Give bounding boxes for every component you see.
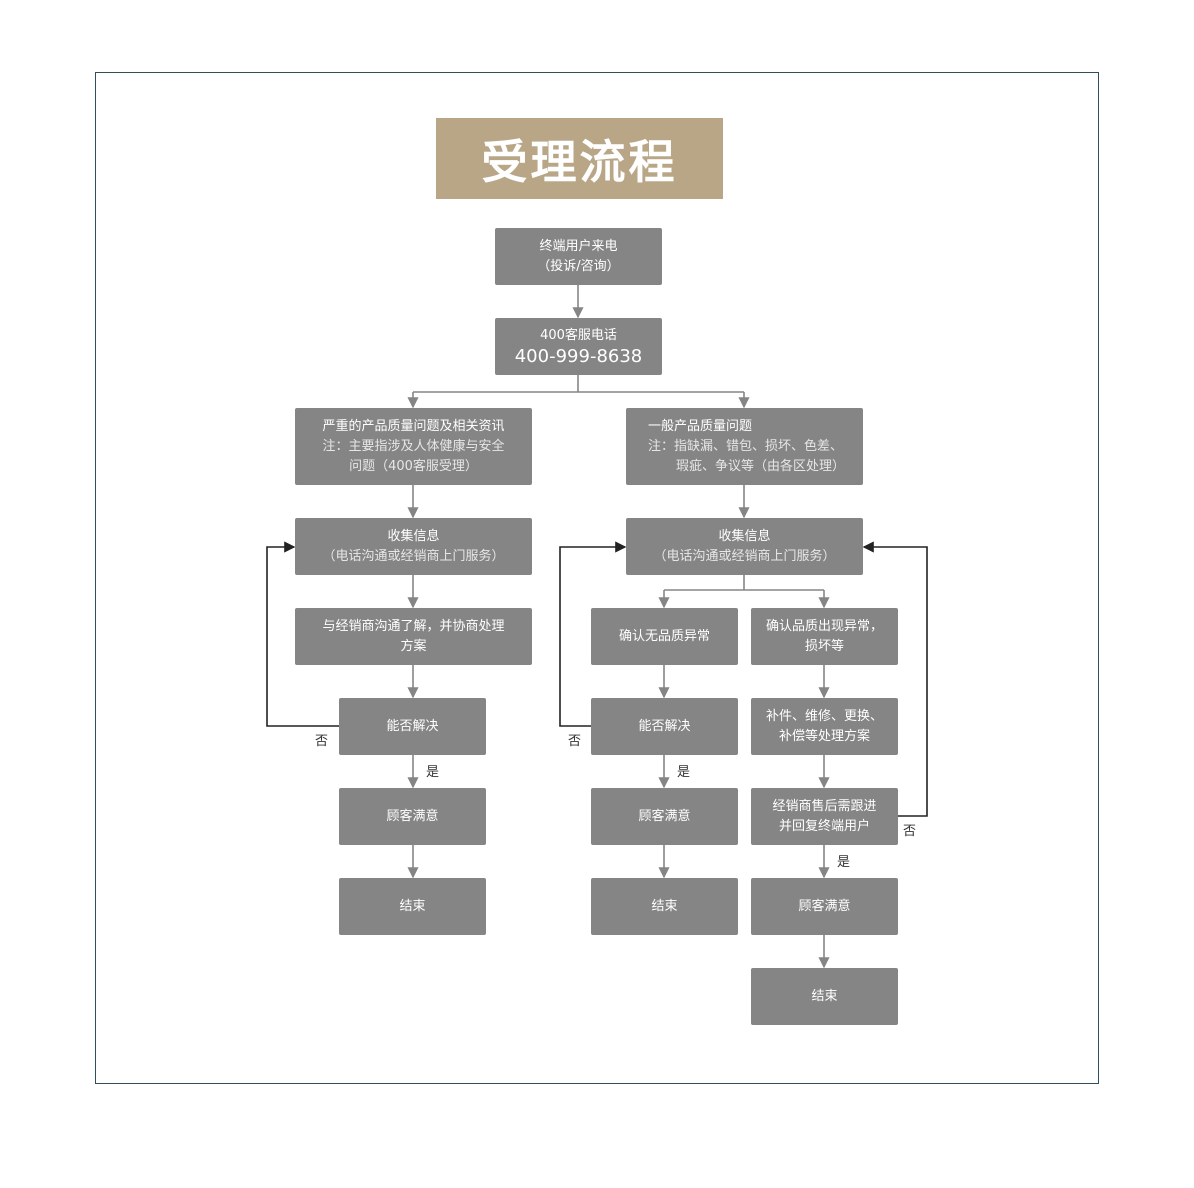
box-serious-line2: 注：主要指涉及人体健康与安全 xyxy=(322,438,505,454)
box-negotiate-line2: 方案 xyxy=(400,638,427,654)
box-satisfied-right-line1: 顾客满意 xyxy=(798,898,851,914)
box-general-line3: 瑕疵、争议等（由各区处理） xyxy=(676,458,846,474)
label-no-right: 否 xyxy=(903,824,917,839)
box-general-line2: 注：指缺漏、错包、损坏、色差、 xyxy=(648,438,844,454)
box-end-left: 结束 xyxy=(339,878,486,935)
box-plan-line2: 补偿等处理方案 xyxy=(778,728,870,744)
box-serious-line1: 严重的产品质量问题及相关资讯 xyxy=(322,418,505,434)
hotline-number: 400-999-8638 xyxy=(514,345,643,367)
label-no-left: 否 xyxy=(315,734,329,749)
box-hotline-line1: 400客服电话 xyxy=(540,327,617,343)
box-no-quality-issue: 确认无品质异常 xyxy=(591,608,738,665)
box-handling-plan: 补件、维修、更换、 补偿等处理方案 xyxy=(751,698,898,755)
label-no-mid: 否 xyxy=(568,734,582,749)
box-general-issue: 一般产品质量问题 注：指缺漏、错包、损坏、色差、 瑕疵、争议等（由各区处理） xyxy=(626,408,863,485)
box-end-right: 结束 xyxy=(751,968,898,1025)
diagram-frame xyxy=(95,72,1099,1084)
label-yes-right: 是 xyxy=(837,855,851,870)
loop-left xyxy=(266,541,339,727)
box-end-right-line1: 结束 xyxy=(811,988,838,1004)
label-yes-left: 是 xyxy=(426,765,440,780)
box-end-mid-line1: 结束 xyxy=(651,898,678,914)
box-end-left-line1: 结束 xyxy=(399,898,426,914)
box-collect-right-line1: 收集信息 xyxy=(718,528,771,544)
box-incoming-call-line1: 终端用户来电 xyxy=(539,238,618,254)
box-collect-info-left: 收集信息 （电话沟通或经销商上门服务） xyxy=(295,518,532,575)
box-satisfied-left-line1: 顾客满意 xyxy=(386,808,439,824)
box-plan-line1: 补件、维修、更换、 xyxy=(765,708,883,724)
box-satisfied-left: 顾客满意 xyxy=(339,788,486,845)
box-end-mid: 结束 xyxy=(591,878,738,935)
box-has-issue-line1: 确认品质出现异常， xyxy=(765,618,883,634)
box-negotiate: 与经销商沟通了解，并协商处理 方案 xyxy=(295,608,532,665)
box-resolve-mid-line1: 能否解决 xyxy=(638,718,691,734)
box-resolve-left-line1: 能否解决 xyxy=(386,718,439,734)
box-serious-line3: 问题（400客服受理） xyxy=(349,458,478,474)
box-incoming-call: 终端用户来电 （投诉/咨询） xyxy=(495,228,662,285)
box-resolvable-mid: 能否解决 xyxy=(591,698,738,755)
box-no-issue-line1: 确认无品质异常 xyxy=(618,628,710,644)
box-followup-line2: 并回复终端用户 xyxy=(778,818,870,834)
box-collect-right-line2: （电话沟通或经销商上门服务） xyxy=(653,548,836,564)
box-dealer-followup: 经销商售后需跟进 并回复终端用户 xyxy=(751,788,898,845)
box-satisfied-mid-line1: 顾客满意 xyxy=(638,808,691,824)
loop-right xyxy=(862,541,928,817)
box-general-line1: 一般产品质量问题 xyxy=(648,418,753,434)
box-incoming-call-line2: （投诉/咨询） xyxy=(537,258,620,274)
box-serious-issue: 严重的产品质量问题及相关资讯 注：主要指涉及人体健康与安全 问题（400客服受理… xyxy=(295,408,532,485)
box-satisfied-right: 顾客满意 xyxy=(751,878,898,935)
loop-mid xyxy=(559,541,627,727)
box-resolvable-left: 能否解决 xyxy=(339,698,486,755)
box-collect-info-right: 收集信息 （电话沟通或经销商上门服务） xyxy=(626,518,863,575)
page-title: 受理流程 xyxy=(436,118,723,199)
box-hotline: 400客服电话 400-999-8638 xyxy=(495,318,662,375)
box-followup-line1: 经销商售后需跟进 xyxy=(772,798,877,814)
box-quality-issue: 确认品质出现异常， 损坏等 xyxy=(751,608,898,665)
box-collect-left-line1: 收集信息 xyxy=(387,528,440,544)
box-satisfied-mid: 顾客满意 xyxy=(591,788,738,845)
label-yes-mid: 是 xyxy=(677,765,691,780)
box-collect-left-line2: （电话沟通或经销商上门服务） xyxy=(322,548,505,564)
box-has-issue-line2: 损坏等 xyxy=(804,638,844,654)
box-negotiate-line1: 与经销商沟通了解，并协商处理 xyxy=(322,618,505,634)
